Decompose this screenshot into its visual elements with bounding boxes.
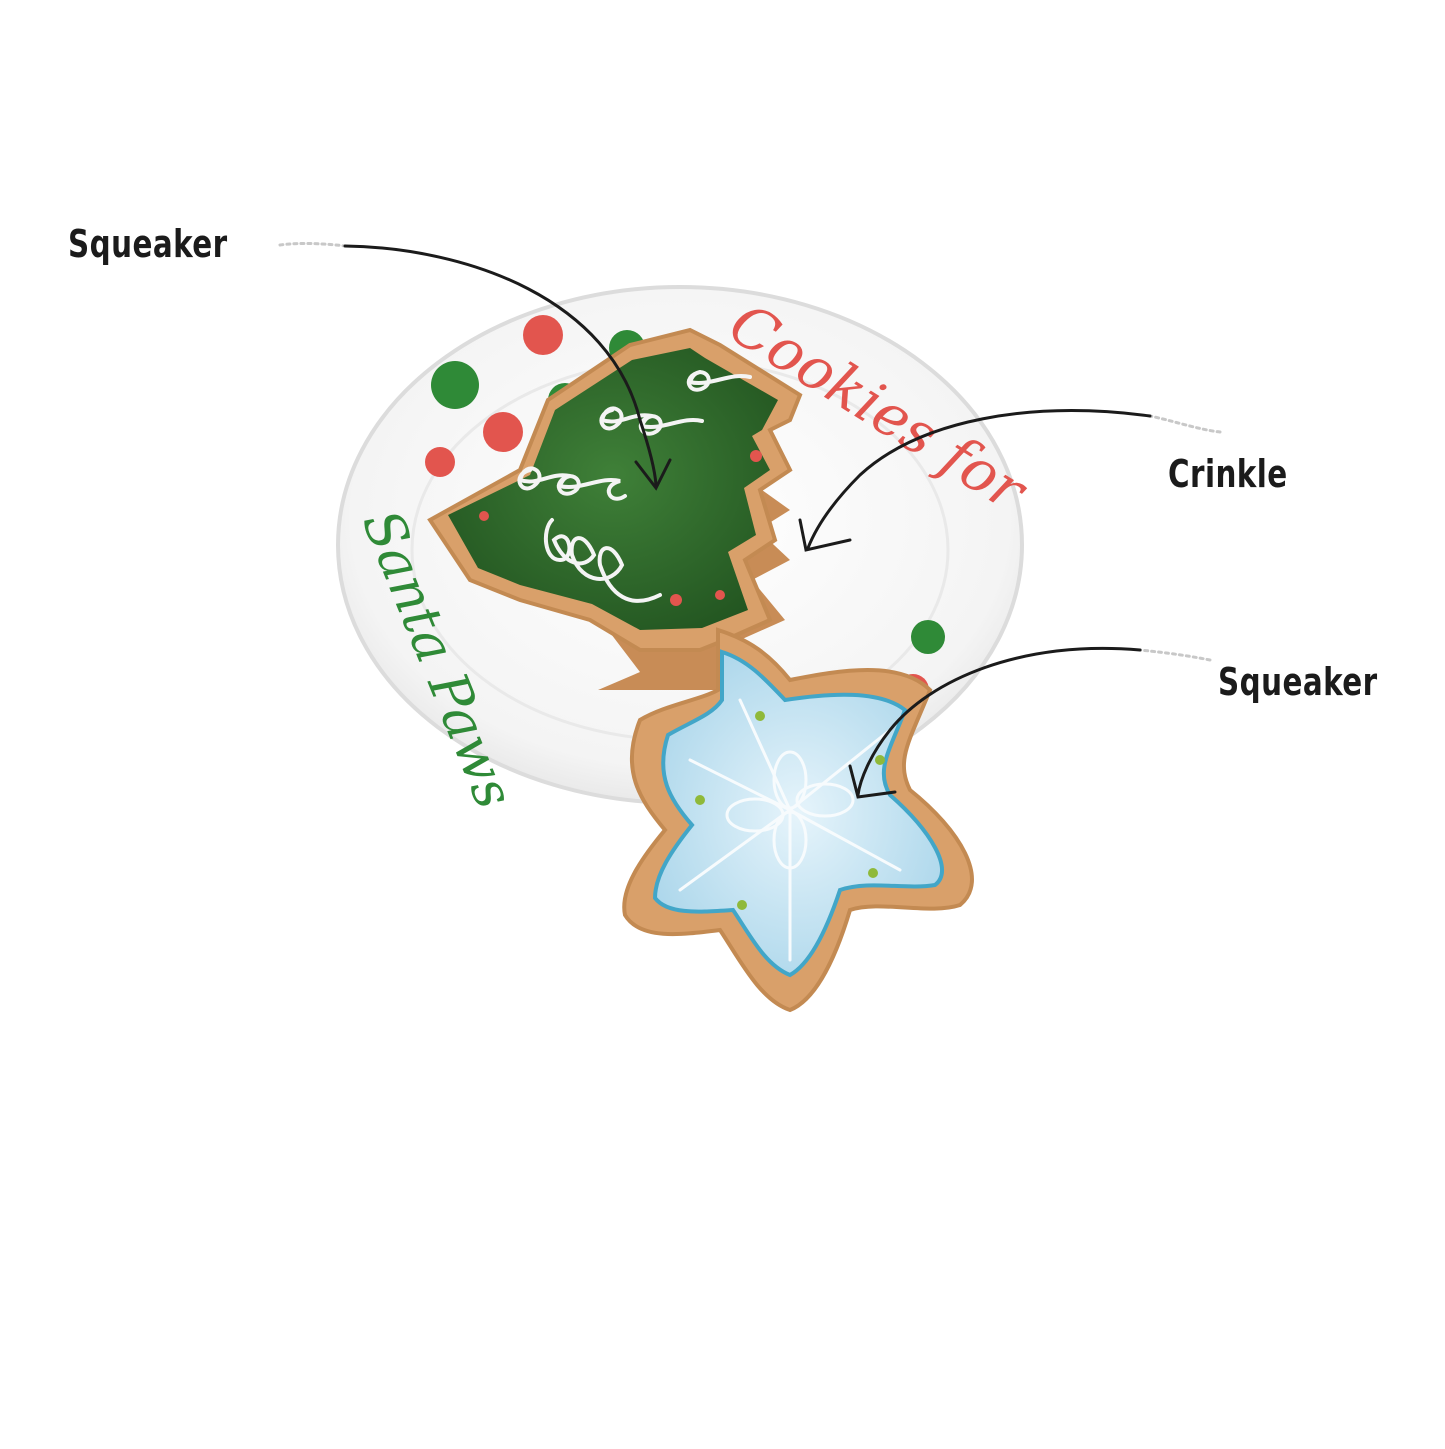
snowflake-cookie — [622, 627, 974, 1013]
callout-squeaker-snowflake: Squeaker — [1218, 660, 1378, 704]
snowflake-icing — [678, 698, 902, 962]
callout-crinkle: Crinkle — [1168, 452, 1288, 496]
callout-arrows — [278, 241, 1222, 799]
callout-squeaker-tree: Squeaker — [68, 222, 228, 266]
arrow-squeaker-snowflake — [856, 646, 1142, 797]
arrow-squeaker-tree — [343, 244, 658, 487]
tree-cookie — [427, 327, 803, 690]
arrow-crinkle — [806, 409, 1152, 550]
